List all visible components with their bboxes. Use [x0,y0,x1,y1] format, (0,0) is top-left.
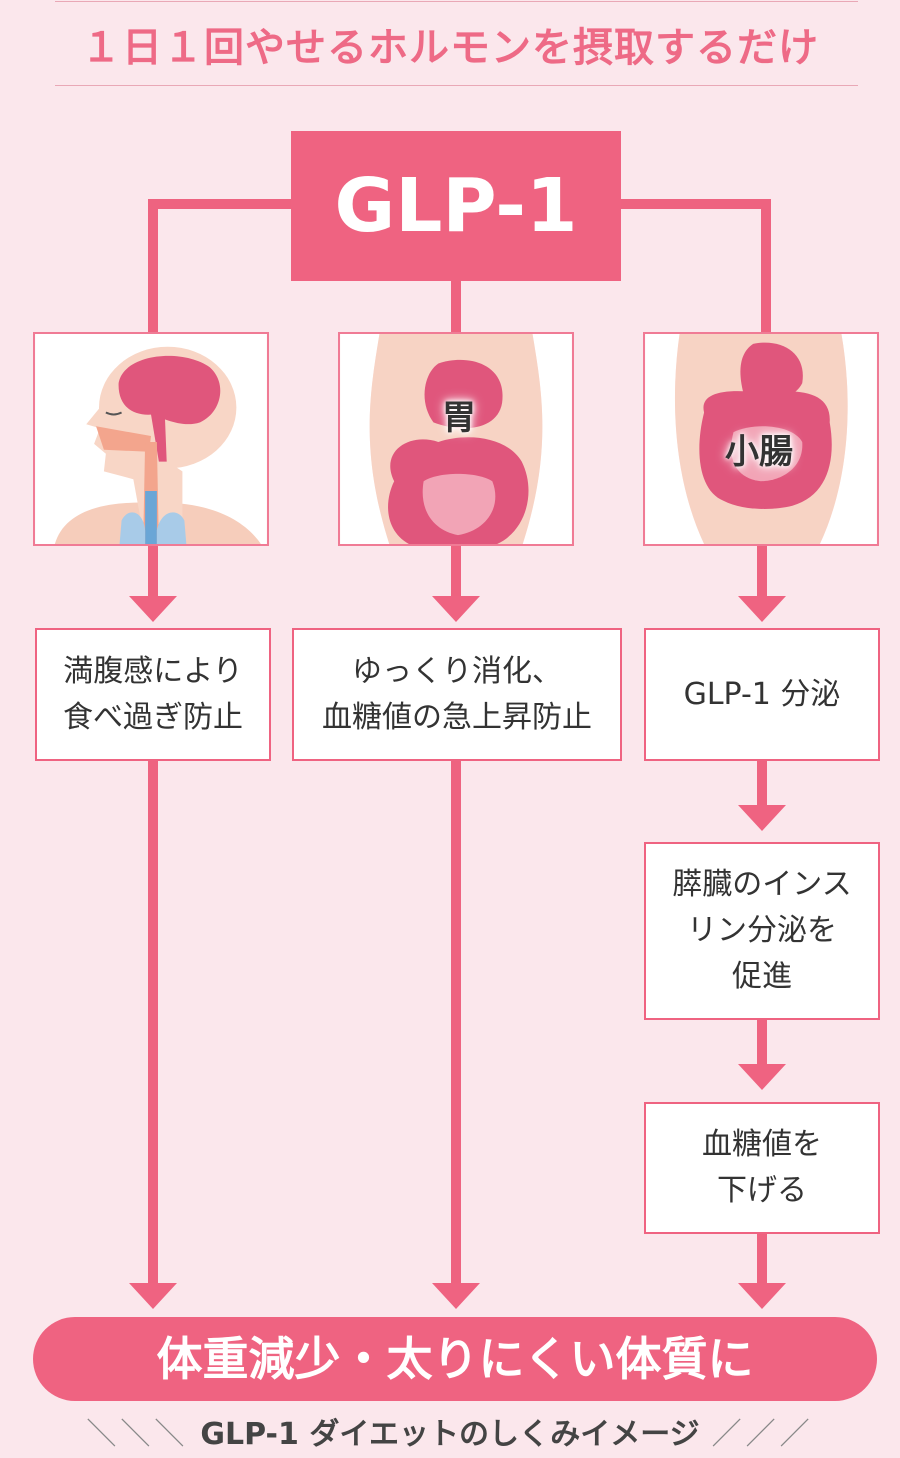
result-banner: 体重減少・太りにくい体質に [33,1317,877,1401]
header-title: １日１回やせるホルモンを摂取するだけ [81,25,819,71]
intestine-branch-line [761,199,771,333]
brain-down-arrow [129,596,177,622]
intestine-effect-text-1: GLP-1 分泌 [683,676,841,712]
stomach-branch-line [451,281,461,333]
caption-right-decor: ／／／ [711,1417,814,1452]
stomach-icon [340,334,572,544]
brain-effect-box: 満腹感により 食べ過ぎ防止 [35,628,271,761]
intestine-effect-text-3: 血糖値を 下げる [702,1127,822,1208]
brain-head-icon [35,334,267,544]
chain-line-2 [757,1020,767,1066]
brain-illustration [33,332,269,546]
stomach-result-arrow [432,1283,480,1309]
chain-arrow-2 [738,1064,786,1090]
caption-left-decor: ＼＼＼ [86,1417,189,1452]
brain-effect-text: 満腹感により 食べ過ぎ防止 [63,653,243,735]
intestine-effect-text-2: 膵臓のインス リン分泌を 促進 [672,867,852,994]
intestine-down-arrow [738,596,786,622]
caption-text: GLP-1 ダイエットのしくみイメージ [200,1417,700,1452]
intestine-down-line [757,546,767,598]
stomach-effect-text: ゆっくり消化、 血糖値の急上昇防止 [322,653,592,735]
glp1-hub-box: GLP-1 [291,131,621,281]
intestine-effect-box-1: GLP-1 分泌 [644,628,880,761]
intestine-result-line [757,1234,767,1285]
intestine-icon [645,334,877,544]
intestine-label: 小腸 [725,432,793,472]
hub-connector-right [621,199,771,209]
brain-branch-line [148,199,158,333]
intestine-effect-box-2: 膵臓のインス リン分泌を 促進 [644,842,880,1020]
stomach-effect-box: ゆっくり消化、 血糖値の急上昇防止 [292,628,622,761]
brain-down-line [148,546,158,598]
stomach-down-line [451,546,461,598]
caption: ＼＼＼ GLP-1 ダイエットのしくみイメージ ／／／ [0,1412,900,1458]
brain-result-line [148,761,158,1285]
chain-line-1 [757,761,767,807]
stomach-label: 胃 [442,398,476,438]
chain-arrow-1 [738,805,786,831]
stomach-illustration: 胃 [338,332,574,546]
intestine-illustration: 小腸 [643,332,879,546]
intestine-result-arrow [738,1283,786,1309]
header-top-rule [55,1,858,2]
stomach-result-line [451,761,461,1285]
header-bottom-rule [55,85,858,86]
intestine-effect-box-3: 血糖値を 下げる [644,1102,880,1234]
hub-connector-left [148,199,291,209]
brain-result-arrow [129,1283,177,1309]
stomach-down-arrow [432,596,480,622]
